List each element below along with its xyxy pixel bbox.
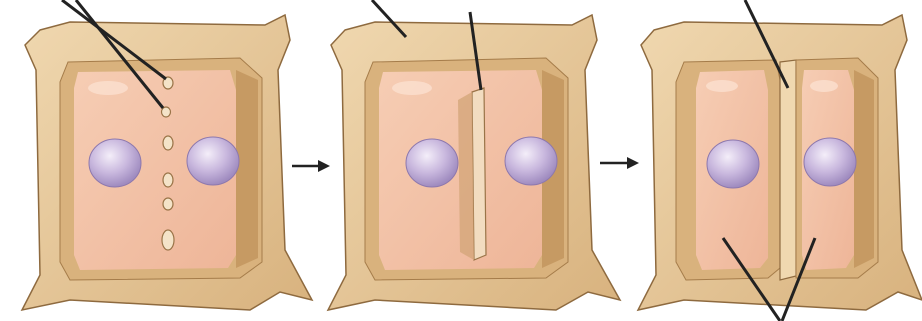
vesicle	[162, 107, 171, 117]
arrow-2	[600, 157, 639, 169]
nucleus-right	[505, 137, 557, 185]
cell-vesicles-stage	[22, 0, 312, 310]
vesicle	[163, 136, 173, 150]
vesicle	[163, 173, 173, 187]
nucleus-right	[187, 137, 239, 185]
cell-plate-shadow	[458, 92, 474, 260]
cell-plate-stage	[328, 0, 620, 310]
vesicle	[162, 230, 174, 250]
cell-plate	[472, 88, 486, 260]
new-cell-wall	[780, 60, 796, 280]
cytoplasm-highlight	[88, 81, 128, 95]
wall-side-shade	[854, 70, 874, 268]
cytoplasm-highlight	[392, 81, 432, 95]
arrow-1	[292, 160, 330, 172]
vesicle	[163, 198, 173, 210]
wall-side-shade	[236, 70, 258, 268]
cytoplasm-highlight	[810, 80, 838, 92]
nucleus-left	[707, 140, 759, 188]
nucleus-left	[406, 139, 458, 187]
cytoplasm-highlight	[706, 80, 738, 92]
nucleus-left	[89, 139, 141, 187]
nucleus-right	[804, 138, 856, 186]
daughter-cells-stage	[638, 0, 922, 321]
